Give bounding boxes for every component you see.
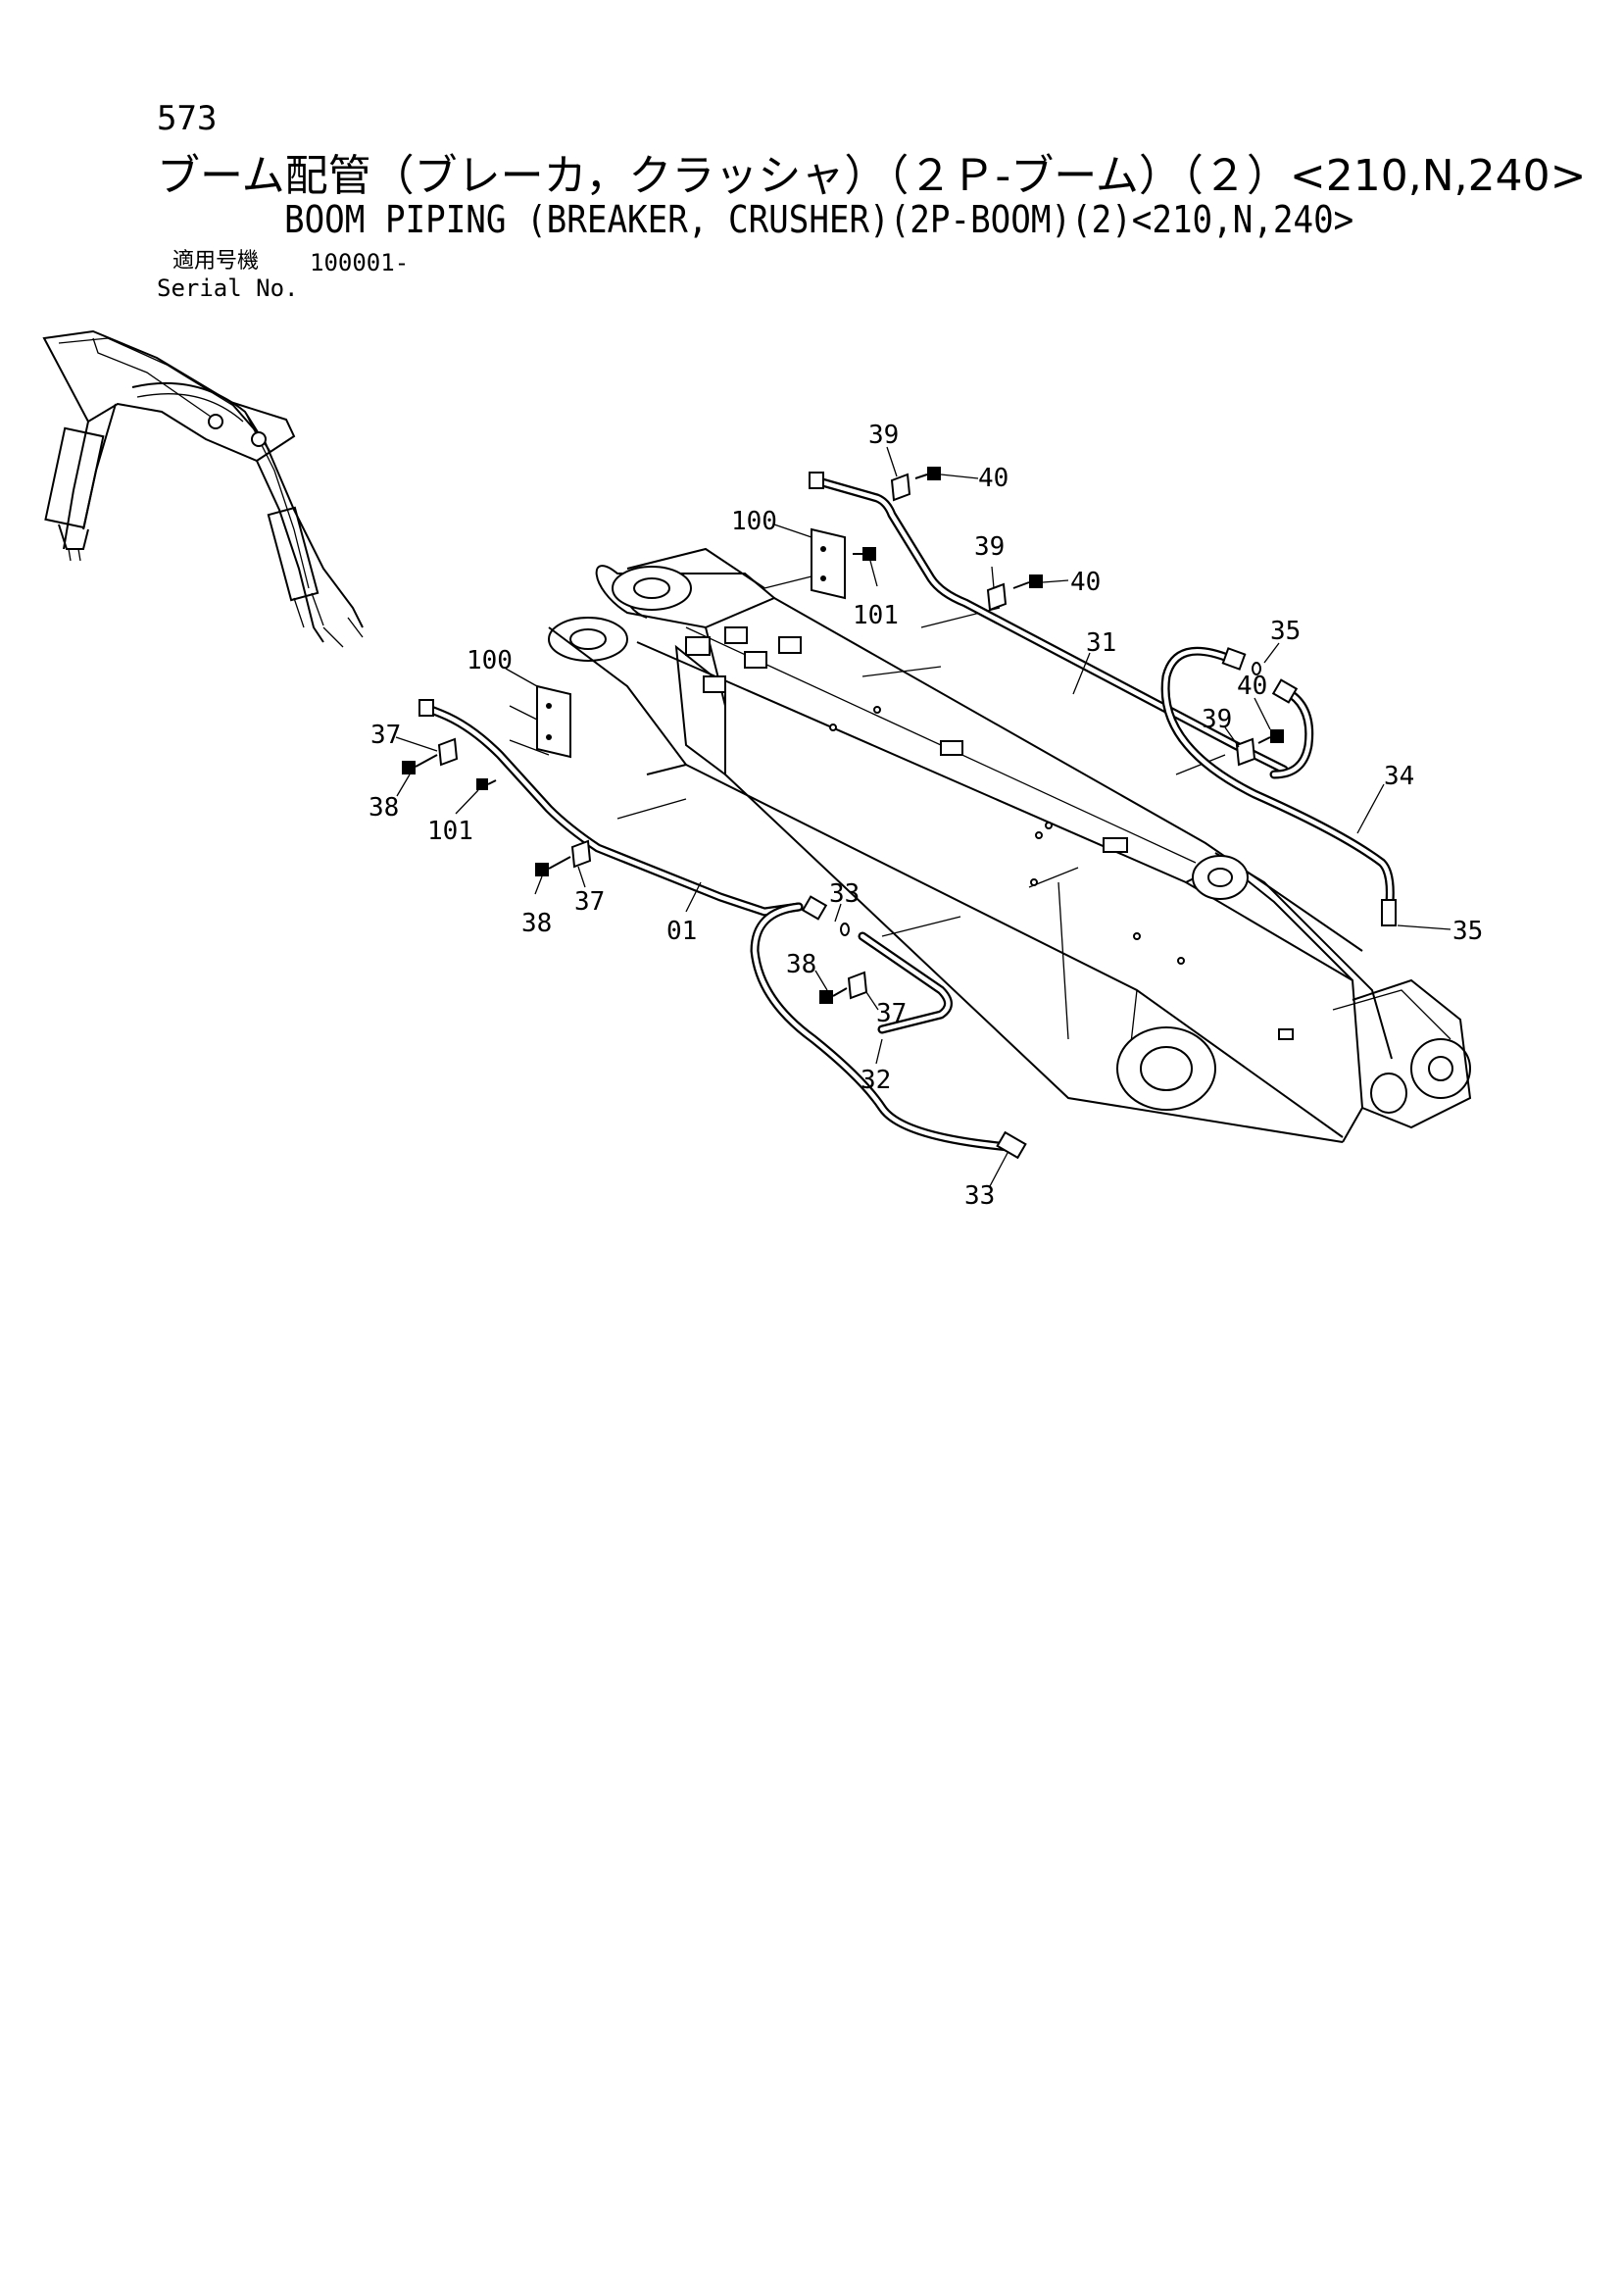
callout-100-right: 100: [731, 507, 777, 536]
callout-leaders: [395, 446, 1451, 1187]
callout-39-hose: 39: [1202, 705, 1232, 734]
serial-label-english: Serial No.: [157, 275, 299, 302]
serial-label-japanese: 適用号機: [172, 249, 260, 274]
callout-37-lower: 37: [574, 887, 605, 917]
callout-01: 01: [666, 917, 697, 946]
callout-numbers: 39 40 100 101 39 40 31 35 40 39 34 35 10…: [369, 421, 1483, 1211]
callout-38-hose: 38: [786, 950, 816, 979]
callout-40-hose: 40: [1237, 672, 1267, 701]
callout-32: 32: [861, 1066, 891, 1095]
callout-39-mid: 39: [974, 532, 1005, 562]
machine-overview-illustration: [42, 329, 364, 648]
callout-101-right: 101: [853, 601, 899, 630]
title-english: BOOM PIPING (BREAKER, CRUSHER)(2P-BOOM)(…: [284, 198, 1354, 241]
callout-37-hose: 37: [876, 999, 907, 1028]
callout-40-top: 40: [978, 464, 1008, 493]
hose-34: [1160, 646, 1397, 926]
callout-33-top: 33: [829, 879, 860, 909]
pipe-01: [418, 699, 804, 917]
callout-35-top: 35: [1270, 617, 1301, 646]
serial-number-value: 100001-: [310, 249, 410, 276]
parts-diagram: 39 40 100 101 39 40 31 35 40 39 34 35 10…: [42, 329, 1483, 1211]
callout-35-bottom: 35: [1452, 917, 1483, 946]
title-japanese: ブーム配管（ブレーカ，クラッシャ）（２Ｐ-ブーム）（２）<210,N,240>: [157, 151, 1587, 201]
callout-33-bottom: 33: [964, 1181, 995, 1211]
callout-31: 31: [1086, 628, 1116, 658]
callout-39-top: 39: [868, 421, 899, 450]
callout-34: 34: [1384, 762, 1414, 791]
callout-37-left: 37: [370, 721, 401, 750]
callout-101-left: 101: [427, 817, 473, 846]
page-number: 573: [157, 99, 218, 138]
callout-100-left: 100: [467, 646, 513, 675]
boom-body: [548, 547, 1472, 1143]
fasteners: [402, 467, 1284, 1004]
callout-38-left: 38: [369, 793, 399, 823]
callout-40-mid: 40: [1070, 568, 1101, 597]
callout-38-lower: 38: [521, 909, 552, 938]
hose-32: [750, 895, 1027, 1160]
pipe-31: [809, 472, 1289, 774]
